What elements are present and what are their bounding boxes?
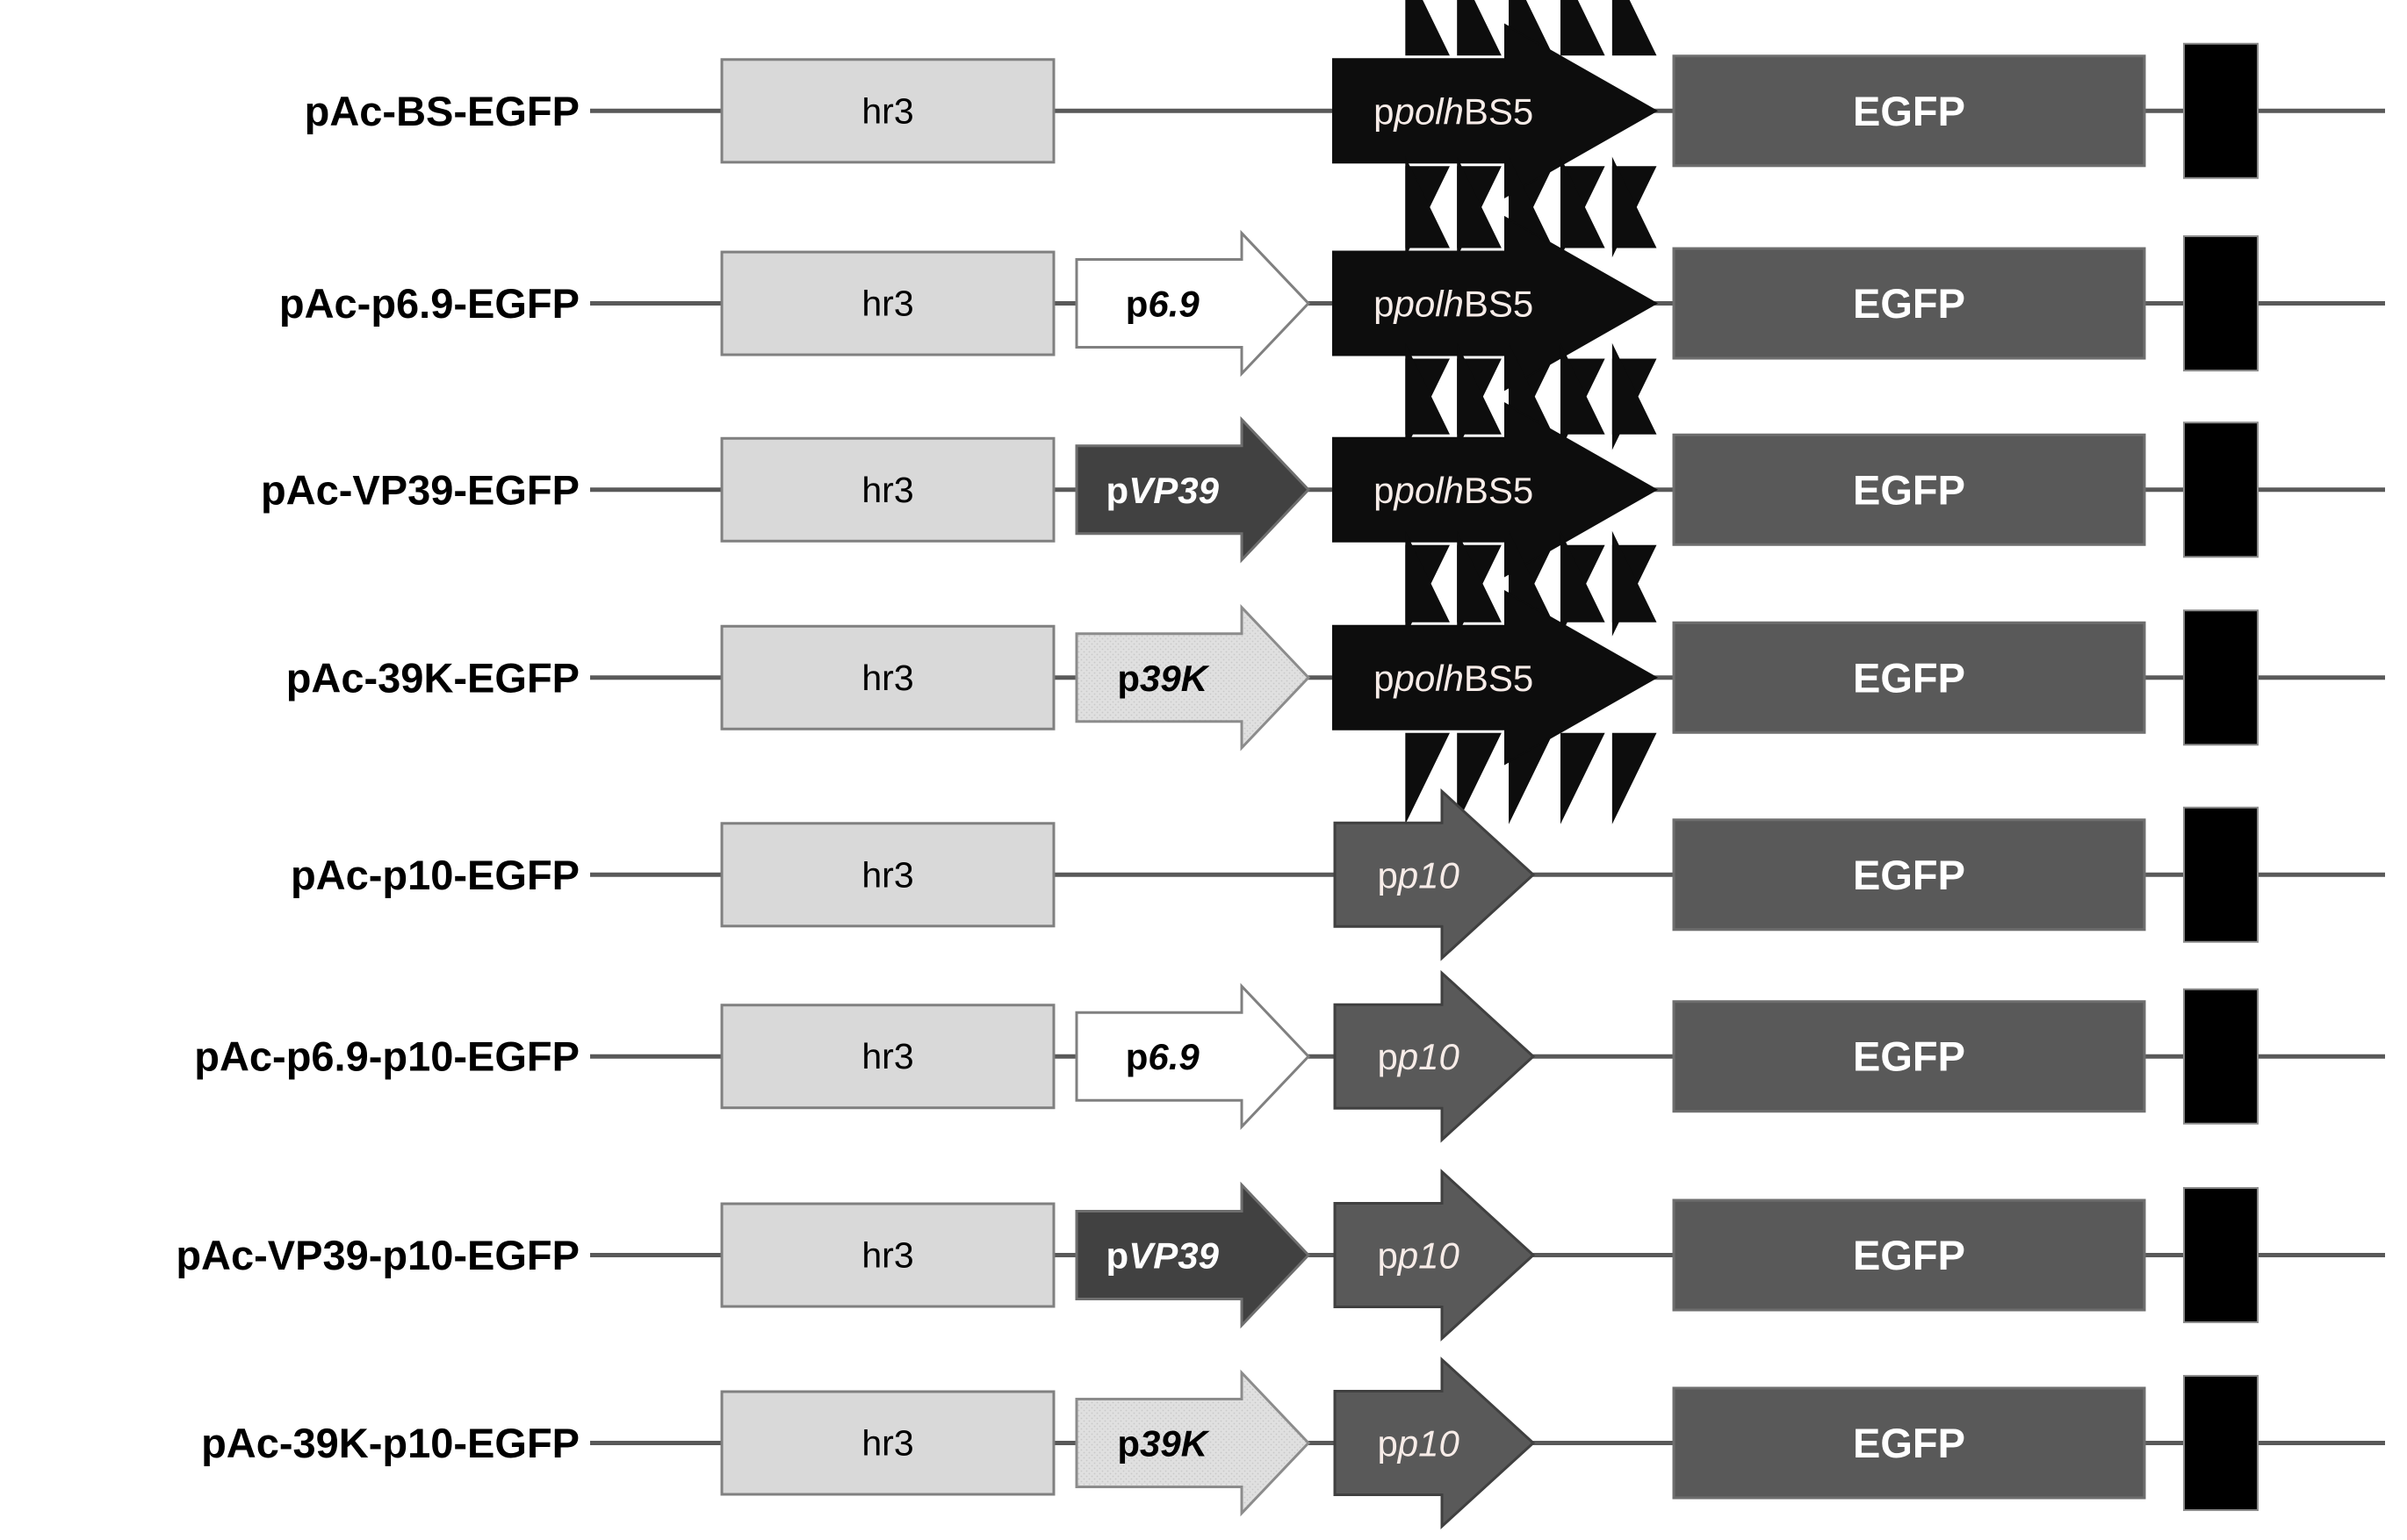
promoter-p6-9-label: p6.9	[1126, 283, 1200, 324]
egfp-label: EGFP	[1853, 1232, 1965, 1278]
terminator-block	[2183, 806, 2259, 943]
construct-row: pAc-p6.9-EGFP hr3 p6.9 ppolhBS5 EGFP	[279, 156, 2385, 450]
promoter-p10-label: pp10	[1377, 1422, 1459, 1464]
egfp-label: EGFP	[1853, 852, 1965, 898]
construct-row: pAc-39K-p10-EGFP hr3 p39K pp10 EGFP	[201, 1356, 2385, 1529]
egfp-label: EGFP	[1853, 88, 1965, 134]
construct-row: pAc-p10-EGFP hr3 pp10 EGFP	[291, 788, 2385, 961]
egfp-label: EGFP	[1853, 1420, 1965, 1466]
promoter-p10-arrow	[1333, 1169, 1536, 1342]
polh-binding-sites-upper	[1405, 156, 1657, 248]
terminator-block	[2183, 42, 2259, 179]
egfp-gene-box	[1672, 247, 2146, 360]
construct-label: pAc-p10-EGFP	[291, 852, 580, 898]
construct-label: pAc-VP39-EGFP	[261, 466, 580, 513]
construct-label: pAc-BS-EGFP	[305, 88, 580, 134]
promoter-39k-arrow	[1075, 604, 1311, 752]
egfp-gene-box	[1672, 621, 2146, 734]
hr3-label: hr3	[861, 1235, 913, 1276]
promoter-polh-bs5-label: ppolhBS5	[1373, 469, 1533, 510]
polh-binding-sites-upper	[1405, 0, 1657, 56]
hr3-enhancer-box	[720, 250, 1056, 356]
promoter-p6-9-arrow	[1075, 229, 1311, 378]
construct-row: pAc-39K-EGFP hr3 p39K ppolhBS5 EGFP	[286, 530, 2385, 824]
egfp-gene-box	[1672, 818, 2146, 932]
terminator-block	[2183, 235, 2259, 372]
polh-binding-sites-lower	[1405, 732, 1657, 824]
promoter-39k-label: p39K	[1117, 657, 1209, 698]
egfp-gene-box	[1672, 54, 2146, 168]
promoter-vp39-label: pVP39	[1106, 1234, 1220, 1276]
egfp-gene-box	[1672, 1198, 2146, 1312]
hr3-enhancer-box	[720, 436, 1056, 543]
promoter-p6-9-arrow	[1075, 982, 1311, 1130]
hr3-label: hr3	[861, 1036, 913, 1076]
promoter-polh-bs5-arrow	[1332, 402, 1659, 578]
construct-label: pAc-p6.9-p10-EGFP	[194, 1033, 580, 1080]
hr3-enhancer-box	[720, 58, 1056, 164]
terminator-block	[2183, 988, 2259, 1125]
hr3-enhancer-box	[720, 1004, 1056, 1110]
promoter-vp39-arrow	[1075, 416, 1311, 564]
hr3-label: hr3	[861, 284, 913, 324]
hr3-label: hr3	[861, 1422, 913, 1463]
promoter-polh-bs5-arrow	[1332, 215, 1659, 392]
promoter-p10-arrow	[1333, 788, 1536, 961]
terminator-block	[2183, 1187, 2259, 1324]
promoter-39k-label: p39K	[1117, 1422, 1209, 1464]
promoter-p10-arrow	[1333, 1356, 1536, 1529]
promoter-p6-9-label: p6.9	[1126, 1036, 1200, 1077]
egfp-gene-box	[1672, 1000, 2146, 1113]
construct-row: pAc-p6.9-p10-EGFP hr3 p6.9 pp10 EGFP	[194, 969, 2385, 1143]
promoter-polh-bs5-arrow	[1332, 23, 1659, 199]
terminator-block	[2183, 1374, 2259, 1511]
promoter-vp39-label: pVP39	[1106, 469, 1220, 510]
promoter-p10-label: pp10	[1377, 1234, 1459, 1276]
promoter-p10-label: pp10	[1377, 854, 1459, 896]
promoter-polh-bs5-label: ppolhBS5	[1373, 90, 1533, 132]
hr3-label: hr3	[861, 470, 913, 510]
hr3-label: hr3	[861, 658, 913, 698]
hr3-enhancer-box	[720, 1390, 1056, 1496]
construct-row: pAc-VP39-p10-EGFP hr3 pVP39 pp10 EGFP	[176, 1169, 2385, 1342]
terminator-block	[2183, 609, 2259, 746]
promoter-polh-bs5-label: ppolhBS5	[1373, 657, 1533, 698]
polh-binding-sites-upper	[1405, 530, 1657, 622]
hr3-enhancer-box	[720, 624, 1056, 730]
construct-label: pAc-VP39-p10-EGFP	[176, 1232, 580, 1278]
hr3-label: hr3	[861, 854, 913, 895]
egfp-gene-box	[1672, 1386, 2146, 1500]
hr3-enhancer-box	[720, 822, 1056, 928]
promoter-polh-bs5-label: ppolhBS5	[1373, 283, 1533, 324]
promoter-39k-arrow	[1075, 1369, 1311, 1517]
construct-label: pAc-39K-p10-EGFP	[201, 1420, 580, 1466]
egfp-gene-box	[1672, 433, 2146, 546]
construct-label: pAc-39K-EGFP	[286, 654, 580, 701]
egfp-label: EGFP	[1853, 466, 1965, 513]
polh-binding-sites-upper	[1405, 342, 1657, 435]
promoter-p10-arrow	[1333, 969, 1536, 1143]
egfp-label: EGFP	[1853, 654, 1965, 701]
egfp-label: EGFP	[1853, 1033, 1965, 1080]
hr3-label: hr3	[861, 90, 913, 131]
promoter-vp39-arrow	[1075, 1181, 1311, 1329]
egfp-label: EGFP	[1853, 280, 1965, 327]
construct-label: pAc-p6.9-EGFP	[279, 280, 580, 327]
terminator-block	[2183, 421, 2259, 558]
hr3-enhancer-box	[720, 1202, 1056, 1308]
promoter-polh-bs5-arrow	[1332, 590, 1659, 766]
construct-row: pAc-VP39-EGFP hr3 pVP39 ppolhBS5 EGFP	[261, 342, 2385, 637]
construct-row: pAc-BS-EGFP hr3 ppolhBS5 EGFP	[305, 0, 2385, 258]
promoter-p10-label: pp10	[1377, 1036, 1459, 1077]
